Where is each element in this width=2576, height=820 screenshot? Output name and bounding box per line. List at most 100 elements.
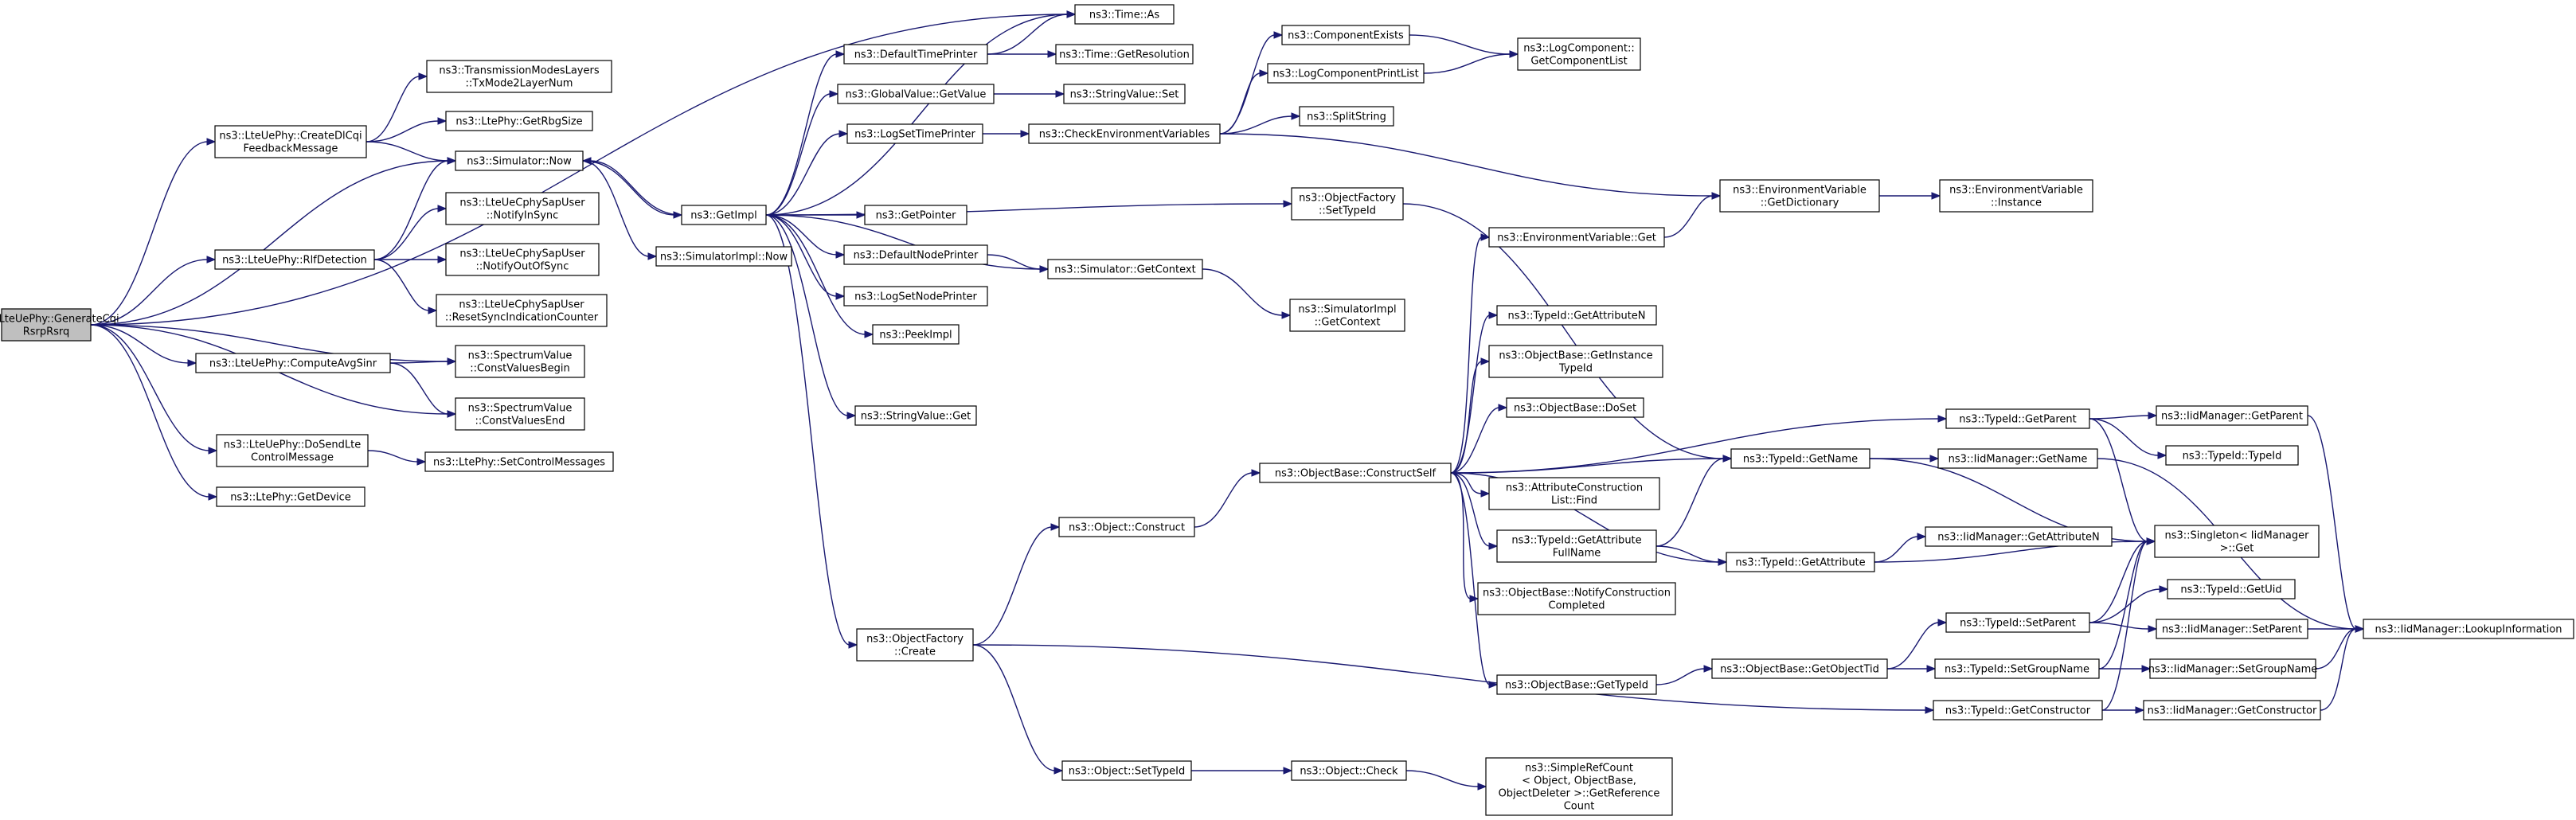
node-box-doSendLte[interactable] — [216, 434, 369, 467]
node-box-simNow[interactable] — [455, 150, 584, 171]
node-objSetTypeId[interactable]: ns3::Object::SetTypeId — [1061, 760, 1192, 781]
node-envGetDict[interactable]: ns3::EnvironmentVariable::GetDictionary — [1719, 179, 1880, 213]
node-getPointer[interactable]: ns3::GetPointer — [864, 205, 967, 225]
node-box-iidSetParent[interactable] — [2156, 619, 2308, 639]
node-box-tidGetParent[interactable] — [1945, 408, 2090, 429]
node-box-simImplNow[interactable] — [655, 246, 792, 267]
node-obGetObjTid[interactable]: ns3::ObjectBase::GetObjectTid — [1711, 658, 1888, 679]
node-box-globalGetValue[interactable] — [837, 84, 995, 104]
node-box-compExists[interactable] — [1281, 25, 1410, 45]
node-box-notifyInSync[interactable] — [445, 192, 600, 225]
node-box-singletonGet[interactable] — [2154, 525, 2320, 558]
node-constBegin[interactable]: ns3::SpectrumValue::ConstValuesBegin — [455, 345, 585, 378]
node-simImplGetCtx[interactable]: ns3::SimulatorImpl::GetContext — [1289, 299, 1405, 332]
node-peekImpl[interactable]: ns3::PeekImpl — [872, 324, 960, 345]
node-box-logCompGetList[interactable] — [1517, 37, 1641, 71]
node-obNotify[interactable]: ns3::ObjectBase::NotifyConstructionCompl… — [1477, 582, 1676, 615]
node-box-acListFind[interactable] — [1488, 477, 1660, 510]
node-box-computeAvgSinr[interactable] — [195, 353, 391, 373]
node-box-tidGetName[interactable] — [1730, 448, 1870, 469]
node-box-txMode[interactable] — [426, 60, 612, 93]
node-box-tidGetUid[interactable] — [2167, 579, 2296, 599]
node-box-resetSync[interactable] — [436, 294, 608, 327]
node-tidGetName[interactable]: ns3::TypeId::GetName — [1730, 448, 1870, 469]
node-box-tidSetParent[interactable] — [1945, 612, 2090, 633]
node-tidTypeId[interactable]: ns3::TypeId::TypeId — [2165, 445, 2299, 466]
node-box-constructSelf[interactable] — [1259, 463, 1452, 483]
node-iidLookup[interactable]: ns3::IidManager::LookupInformation — [2363, 619, 2574, 639]
node-box-logCompPrint[interactable] — [1267, 63, 1425, 84]
node-box-simGetContext[interactable] — [1047, 259, 1203, 279]
node-box-stringValueSet[interactable] — [1063, 84, 1186, 104]
node-resetSync[interactable]: ns3::LteUeCphySapUser::ResetSyncIndicati… — [436, 294, 608, 327]
node-box-obGetInstTid[interactable] — [1488, 345, 1663, 378]
node-box-simImplGetCtx[interactable] — [1289, 299, 1405, 332]
node-rlf[interactable]: ns3::LteUePhy::RlfDetection — [214, 249, 375, 270]
node-splitString[interactable]: ns3::SplitString — [1299, 106, 1394, 127]
node-box-envGetDict[interactable] — [1719, 179, 1880, 213]
node-box-envGet[interactable] — [1488, 227, 1665, 248]
node-box-checkEnv[interactable] — [1028, 123, 1221, 144]
node-box-timeAs[interactable] — [1074, 4, 1175, 25]
node-box-getPointer[interactable] — [864, 205, 967, 225]
node-box-envInstance[interactable] — [1939, 179, 2093, 213]
node-getRbgSize[interactable]: ns3::LtePhy::GetRbgSize — [445, 111, 593, 131]
node-box-logSetTimePrinter[interactable] — [846, 123, 983, 144]
node-stringValueGet[interactable]: ns3::StringValue::Get — [854, 405, 977, 426]
node-iidGetName[interactable]: ns3::IidManager::GetName — [1937, 448, 2098, 469]
node-box-setCtrlMsgs[interactable] — [424, 451, 614, 472]
node-tidGetCtor[interactable]: ns3::TypeId::GetConstructor — [1933, 700, 2103, 720]
node-createDlCqi[interactable]: ns3::LteUePhy::CreateDlCqiFeedbackMessag… — [214, 125, 367, 158]
node-simImplNow[interactable]: ns3::SimulatorImpl::Now — [655, 246, 792, 267]
node-iidGetCtor[interactable]: ns3::IidManager::GetConstructor — [2143, 700, 2321, 720]
node-box-notifyOutOfSync[interactable] — [445, 243, 600, 276]
node-ofCreate[interactable]: ns3::ObjectFactory::Create — [856, 628, 974, 662]
node-getImpl[interactable]: ns3::GetImpl — [681, 205, 767, 225]
node-envGet[interactable]: ns3::EnvironmentVariable::Get — [1488, 227, 1665, 248]
node-box-tidGetAttrN[interactable] — [1496, 305, 1657, 326]
node-box-obGetTypeId[interactable] — [1496, 674, 1657, 695]
node-box-tidGetAttr[interactable] — [1726, 552, 1875, 572]
node-box-iidGetAttrN[interactable] — [1925, 526, 2113, 547]
node-tidSetParent[interactable]: ns3::TypeId::SetParent — [1945, 612, 2090, 633]
node-box-simpleRef[interactable] — [1485, 757, 1673, 816]
node-iidSetParent[interactable]: ns3::IidManager::SetParent — [2156, 619, 2308, 639]
node-notifyOutOfSync[interactable]: ns3::LteUeCphySapUser::NotifyOutOfSync — [445, 243, 600, 276]
node-iidGetAttrN[interactable]: ns3::IidManager::GetAttributeN — [1925, 526, 2113, 547]
node-box-objSetTypeId[interactable] — [1061, 760, 1192, 781]
node-constEnd[interactable]: ns3::SpectrumValue::ConstValuesEnd — [455, 397, 585, 431]
node-box-objCheck[interactable] — [1291, 760, 1407, 781]
node-defNodePrinter[interactable]: ns3::DefaultNodePrinter — [843, 244, 988, 265]
node-checkEnv[interactable]: ns3::CheckEnvironmentVariables — [1028, 123, 1221, 144]
node-box-obGetObjTid[interactable] — [1711, 658, 1888, 679]
node-box-objConstruct[interactable] — [1058, 517, 1195, 537]
node-box-iidGetCtor[interactable] — [2143, 700, 2321, 720]
node-box-createDlCqi[interactable] — [214, 125, 367, 158]
node-objConstruct[interactable]: ns3::Object::Construct — [1058, 517, 1195, 537]
node-box-root[interactable] — [1, 308, 92, 342]
node-tidGetParent[interactable]: ns3::TypeId::GetParent — [1945, 408, 2090, 429]
node-box-timeGetRes[interactable] — [1055, 44, 1194, 64]
node-box-defTimePrinter[interactable] — [843, 44, 988, 64]
node-box-logSetNodePrinter[interactable] — [843, 286, 988, 307]
node-box-rlf[interactable] — [214, 249, 375, 270]
node-timeAs[interactable]: ns3::Time::As — [1074, 4, 1175, 25]
node-notifyInSync[interactable]: ns3::LteUeCphySapUser::NotifyInSync — [445, 192, 600, 225]
node-stringValueSet[interactable]: ns3::StringValue::Set — [1063, 84, 1186, 104]
node-box-tidGetCtor[interactable] — [1933, 700, 2103, 720]
node-singletonGet[interactable]: ns3::Singleton< IidManager >::Get — [2154, 525, 2320, 558]
node-ltePhyGetDevice[interactable]: ns3::LtePhy::GetDevice — [216, 486, 365, 507]
node-box-tidSetGroup[interactable] — [1934, 658, 2100, 679]
node-box-getImpl[interactable] — [681, 205, 767, 225]
node-box-tidGetAttrFull[interactable] — [1496, 529, 1657, 563]
node-logSetTimePrinter[interactable]: ns3::LogSetTimePrinter — [846, 123, 983, 144]
node-ofSetTypeId[interactable]: ns3::ObjectFactory::SetTypeId — [1291, 187, 1404, 221]
node-iidSetGroup[interactable]: ns3::IidManager::SetGroupName — [2148, 658, 2318, 679]
node-box-constBegin[interactable] — [455, 345, 585, 378]
node-setCtrlMsgs[interactable]: ns3::LtePhy::SetControlMessages — [424, 451, 614, 472]
node-box-obNotify[interactable] — [1477, 582, 1676, 615]
